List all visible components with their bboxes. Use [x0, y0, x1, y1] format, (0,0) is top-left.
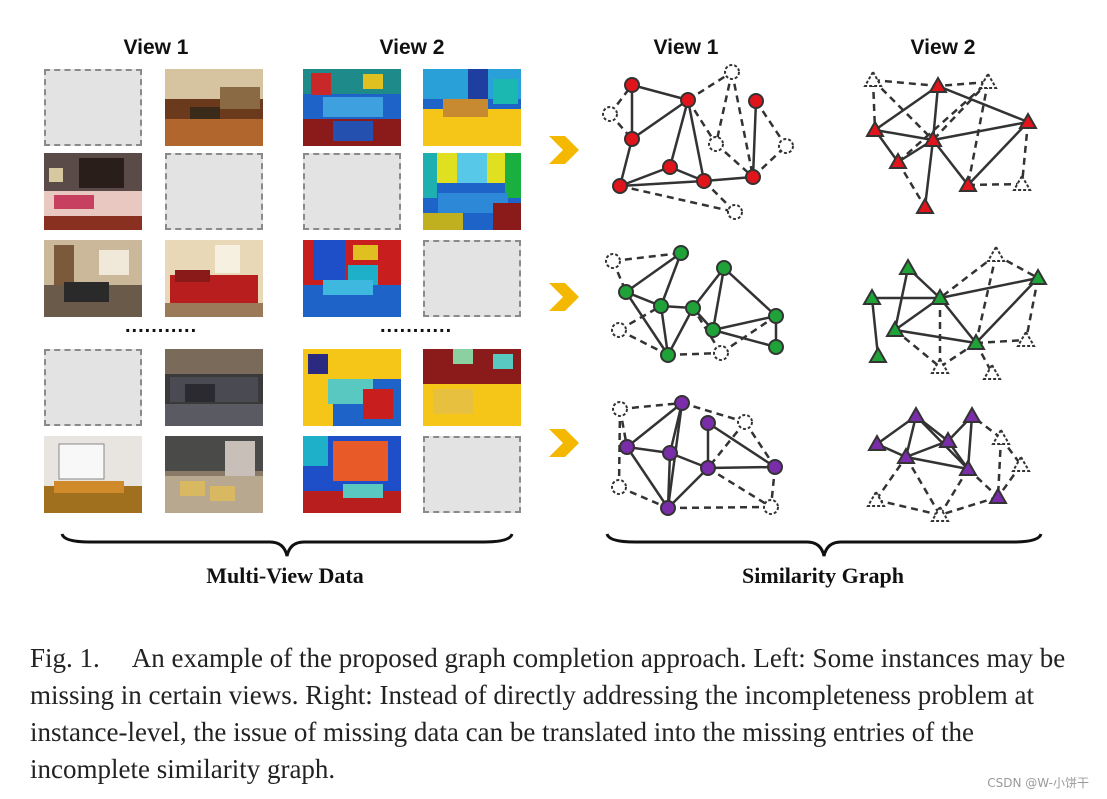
figure-label: Fig. 1. — [30, 643, 100, 673]
graph-row1-view1-nodes — [602, 64, 794, 220]
left-view1-title: View 1 — [123, 36, 189, 59]
graph-row3-view2-nodes — [866, 405, 1031, 522]
right-ellipsis: ........... — [380, 315, 453, 337]
missing-instance-placeholder — [423, 436, 521, 513]
similarity-graphs — [602, 64, 1048, 522]
segmentation-map — [303, 349, 401, 426]
graph-row2-view2-nodes — [862, 244, 1048, 380]
photo-conference-room — [44, 436, 142, 513]
multi-view-data-label: Multi-View Data — [206, 563, 364, 588]
right-view2-title: View 2 — [910, 36, 976, 59]
segmentation-map — [303, 240, 401, 317]
segmentation-map — [423, 69, 521, 146]
missing-instance-placeholder — [165, 153, 263, 230]
graph-row3-view2 — [874, 414, 1023, 517]
missing-instance-placeholder — [303, 153, 401, 230]
arrow-icon — [549, 136, 579, 164]
photo-office-lounge — [165, 349, 263, 426]
segmentation-map — [303, 436, 401, 513]
segmentation-map — [423, 153, 521, 230]
graph-row1-view2 — [871, 78, 1030, 208]
figure-caption: Fig. 1.An example of the proposed graph … — [30, 640, 1080, 788]
missing-instance-placeholder — [44, 349, 142, 426]
left-ellipsis: ........... — [125, 315, 198, 337]
missing-instance-placeholder — [423, 240, 521, 317]
right-view1-title: View 1 — [653, 36, 719, 59]
segmentation-map — [303, 69, 401, 146]
segmentation-map — [423, 349, 521, 426]
graph-row3-view1-nodes — [611, 395, 783, 516]
photo-cafeteria — [165, 436, 263, 513]
arrow-icon — [549, 429, 579, 457]
graph-row1-view2-nodes — [863, 69, 1038, 214]
missing-instance-placeholder — [44, 69, 142, 146]
right-brace — [605, 533, 1043, 557]
arrow-icon — [549, 283, 579, 311]
graph-row2-view1-nodes — [605, 245, 784, 363]
photo-bedroom — [44, 153, 142, 230]
caption-text: An example of the proposed graph complet… — [30, 643, 1066, 784]
graph-row2-view2 — [870, 253, 1040, 374]
photo-living-room — [165, 69, 263, 146]
left-brace — [60, 533, 514, 557]
left-view2-title: View 2 — [379, 36, 445, 59]
photo-red-sofa — [165, 240, 263, 317]
similarity-graph-label: Similarity Graph — [742, 563, 904, 588]
watermark: CSDN @W-小饼干 — [987, 776, 1089, 790]
photo-messy-room — [44, 240, 142, 317]
